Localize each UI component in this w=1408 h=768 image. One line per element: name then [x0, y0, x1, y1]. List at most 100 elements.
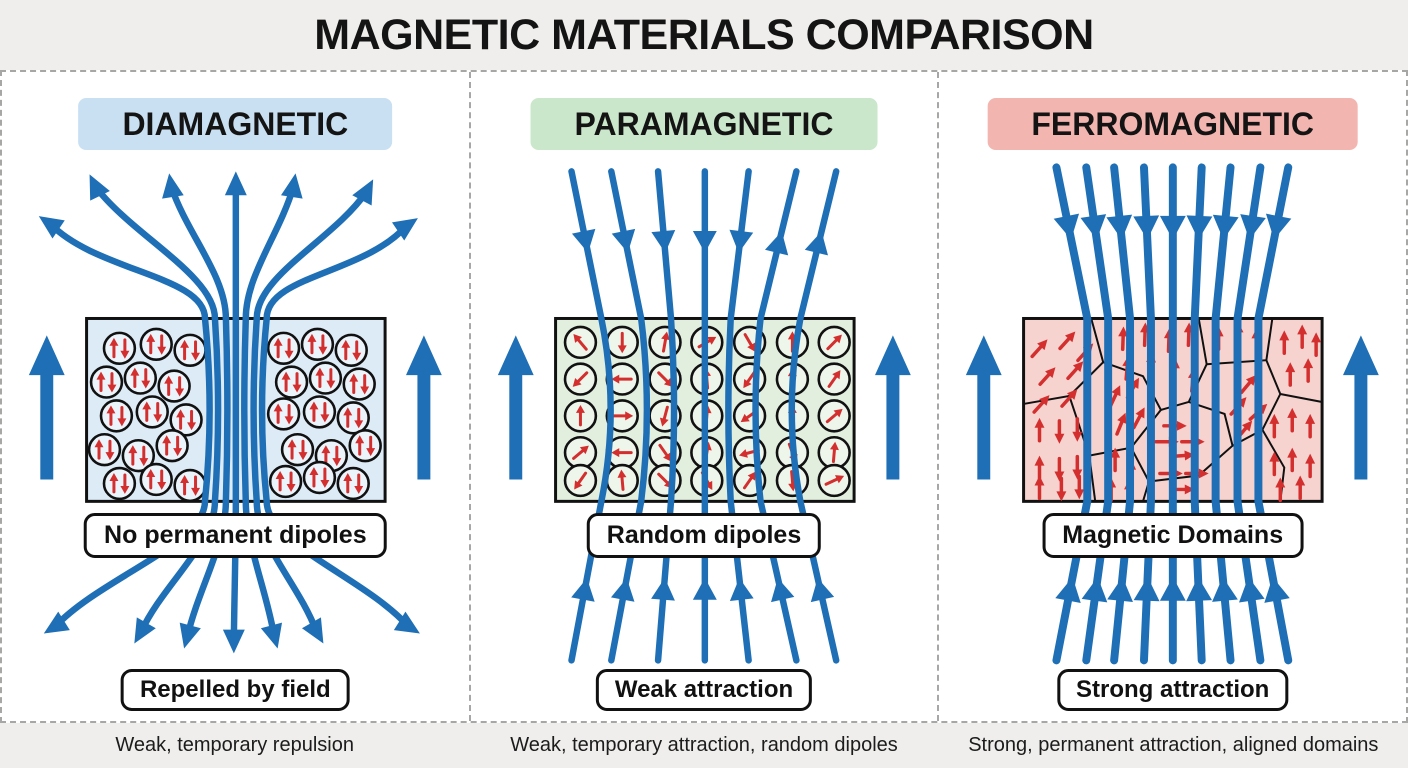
dipole-circle	[169, 403, 203, 437]
dipole-arrowhead	[1275, 477, 1286, 488]
dipole-circle	[274, 365, 309, 399]
field-arrowhead	[729, 577, 754, 602]
dipole-arrowhead	[1303, 358, 1314, 369]
field-arrowhead	[260, 622, 283, 649]
effect-label-diamagnetic: Repelled by field	[120, 669, 350, 711]
dipole-arrowhead	[1305, 413, 1316, 424]
domain-boundary	[1206, 318, 1274, 366]
box-label-ferromagnetic: Magnetic Domains	[1042, 513, 1304, 558]
field-arrowhead	[571, 228, 596, 253]
dipole-arrowhead	[109, 337, 119, 346]
dipole-arrowhead	[1135, 407, 1145, 419]
dipole-circle	[102, 331, 137, 365]
dipole-arrowhead	[321, 445, 331, 454]
field-arrowhead	[301, 617, 324, 644]
field-line	[667, 318, 677, 502]
field-arrowhead	[1080, 214, 1107, 240]
dipole-arrowhead	[579, 445, 589, 455]
dipole-arrowhead	[352, 352, 362, 361]
dipole-circle	[266, 331, 301, 365]
dipole-arrowhead	[1045, 367, 1056, 378]
dipole-circle	[155, 428, 189, 463]
dipole-arrowhead	[175, 388, 185, 397]
field-line	[637, 318, 650, 502]
dipole-arrowhead	[1285, 362, 1296, 373]
caption-paramagnetic: Weak, temporary attraction, random dipol…	[510, 734, 898, 756]
dipole-arrowhead	[738, 449, 748, 458]
field-line	[597, 317, 614, 502]
dipole-arrowhead	[1074, 489, 1085, 500]
field-arrowhead	[1186, 215, 1213, 240]
field-line	[211, 315, 222, 505]
dipole-circle	[173, 333, 207, 367]
applied-field-arrow	[874, 335, 911, 480]
dipole-circle	[280, 432, 315, 467]
field-line	[242, 183, 297, 322]
dipole-arrowhead	[107, 384, 117, 393]
field-line	[788, 317, 804, 502]
dipole-arrowhead	[157, 481, 167, 490]
field-line	[222, 315, 231, 505]
domain-boundary	[1280, 393, 1323, 403]
dipole-circle	[342, 367, 376, 401]
dipole-circle	[308, 361, 343, 395]
dipole-arrowhead	[180, 339, 190, 348]
dipole-arrowhead	[1073, 361, 1084, 373]
dipole-arrowhead	[354, 420, 364, 429]
field-line	[258, 315, 270, 505]
dipole-arrowhead	[1295, 475, 1306, 486]
dipole-arrowhead	[341, 339, 351, 348]
dipole-arrowhead	[1297, 324, 1308, 335]
dipole-arrowhead	[332, 458, 342, 467]
dipole-arrowhead	[1242, 420, 1253, 432]
field-arrowhead	[222, 629, 245, 654]
dipole-arrowhead	[281, 371, 291, 380]
dipole-circle	[336, 466, 370, 501]
field-line	[1211, 163, 1235, 323]
dipole-arrowhead	[1184, 450, 1196, 461]
dipole-arrowhead	[349, 373, 359, 382]
dipole-arrowhead	[1305, 453, 1316, 464]
field-line	[263, 222, 410, 322]
field-arrowhead	[43, 611, 70, 634]
dipole-arrowhead	[1034, 417, 1045, 428]
dipole-arrowhead	[1287, 407, 1298, 418]
panel-header-ferromagnetic: FERROMAGNETIC	[987, 98, 1358, 150]
field-arrowhead	[1082, 576, 1108, 603]
dipole-arrowhead	[355, 435, 365, 444]
field-arrowhead	[1213, 214, 1239, 240]
field-arrowhead	[1054, 213, 1080, 240]
dipole-arrowhead	[1269, 413, 1280, 424]
dipole-arrowhead	[740, 413, 750, 423]
dipole-circle	[99, 399, 134, 433]
field-arrowhead	[89, 174, 110, 201]
dipole-arrowhead	[1130, 377, 1140, 389]
dipole-arrowhead	[320, 479, 330, 488]
dipole-arrowhead	[660, 331, 670, 341]
dipole-arrowhead	[162, 435, 172, 444]
dipole-arrowhead	[309, 401, 319, 410]
field-arrowhead	[1133, 215, 1160, 240]
applied-field-arrow	[966, 335, 1003, 480]
box-label-paramagnetic: Random dipoles	[586, 513, 822, 558]
dipole-circle	[157, 369, 191, 403]
field-arrowhead	[1160, 576, 1187, 601]
field-arrowhead	[570, 578, 595, 602]
dipole-arrowhead	[610, 374, 619, 384]
page-title: MAGNETIC MATERIALS COMPARISON	[314, 10, 1094, 59]
dipole-arrowhead	[120, 350, 130, 359]
box-label-diamagnetic: No permanent dipoles	[84, 513, 387, 558]
dipole-circle	[336, 401, 370, 435]
dipole-arrowhead	[284, 350, 294, 359]
field-line	[1082, 163, 1113, 323]
dipole-circle	[266, 397, 301, 431]
panel-diamagnetic: DIAMAGNETIC No permanent dipoles Repelle…	[2, 72, 471, 721]
field-arrowhead	[804, 231, 828, 256]
applied-field-arrow	[1343, 335, 1380, 480]
dipole-arrowhead	[1054, 433, 1065, 444]
dipole-arrowhead	[659, 417, 669, 427]
dipole-circle	[173, 468, 207, 503]
dipole-arrowhead	[662, 452, 671, 462]
field-line	[751, 318, 764, 502]
panel-header-diamagnetic: DIAMAGNETIC	[78, 98, 393, 150]
